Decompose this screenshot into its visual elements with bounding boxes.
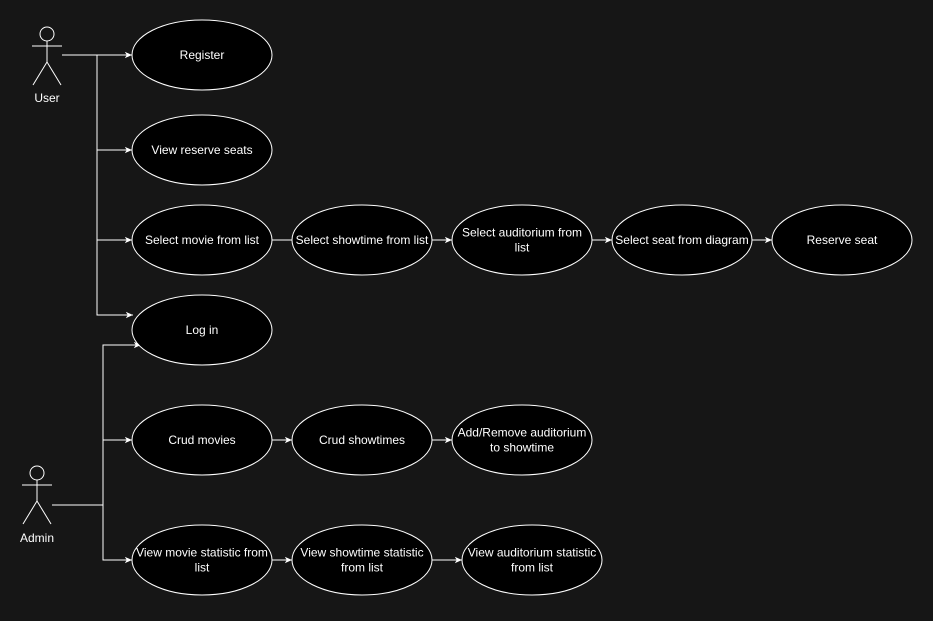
edges-layer [52, 51, 772, 564]
actor-head [39, 26, 55, 42]
use-case-ellipse [131, 294, 273, 366]
use-case-label: from list [511, 561, 554, 575]
use-case-label: from list [341, 561, 384, 575]
actor-right-leg [46, 61, 62, 86]
use-case-ellipse [131, 404, 273, 476]
use-case-label: Select auditorium from [462, 226, 582, 240]
use-case-ellipse [611, 204, 753, 276]
use-case-label: list [515, 241, 530, 255]
use-case-log-in[interactable]: Log in [131, 294, 273, 366]
use-case-label: Log in [186, 323, 219, 337]
use-case-label: Select seat from diagram [615, 233, 748, 247]
use-case-crud-showtimes[interactable]: Crud showtimes [291, 404, 433, 476]
edge-user-to-log-in [62, 54, 133, 319]
use-case-ellipse [131, 524, 273, 596]
use-case-label: to showtime [490, 441, 554, 455]
use-case-select-movie[interactable]: Select movie from list [131, 204, 273, 276]
use-case-label: list [195, 561, 210, 575]
use-case-label: View reserve seats [151, 143, 252, 157]
actor-right-leg [36, 500, 52, 525]
use-case-label: Select movie from list [145, 233, 260, 247]
use-case-reserve-seat[interactable]: Reserve seat [771, 204, 913, 276]
use-case-select-seat[interactable]: Select seat from diagram [611, 204, 753, 276]
use-case-ellipse [451, 204, 593, 276]
use-case-label: Select showtime from list [296, 233, 429, 247]
use-case-crud-movies[interactable]: Crud movies [131, 404, 273, 476]
edge-admin-to-log-in [52, 341, 141, 506]
use-case-label: View movie statistic from [136, 546, 268, 560]
actor-label: User [34, 91, 59, 105]
actor-label: Admin [20, 531, 54, 545]
use-case-view-reserve-seats[interactable]: View reserve seats [131, 114, 273, 186]
use-case-ellipse [131, 204, 273, 276]
actor-user[interactable]: User [32, 26, 62, 105]
use-case-ellipse [291, 524, 433, 596]
use-case-label: View auditorium statistic [468, 546, 597, 560]
use-case-label: Add/Remove auditorium [458, 426, 587, 440]
use-case-ellipse [291, 204, 433, 276]
use-case-ellipse [131, 114, 273, 186]
use-case-label: View showtime statistic [300, 546, 423, 560]
use-case-ellipse [131, 19, 273, 91]
edge-admin-to-view-movie-statistic [52, 504, 132, 564]
use-case-register[interactable]: Register [131, 19, 273, 91]
actor-admin[interactable]: Admin [20, 465, 54, 545]
use-case-select-showtime[interactable]: Select showtime from list [291, 204, 433, 276]
use-case-label: Crud movies [168, 433, 235, 447]
edge-admin-to-crud-movies [52, 436, 132, 506]
actor-left-leg [22, 500, 38, 525]
use-case-label: Crud showtimes [319, 433, 405, 447]
actor-left-leg [32, 61, 48, 86]
use-case-ellipse [291, 404, 433, 476]
use-case-label: Register [180, 48, 225, 62]
use-case-ellipse [771, 204, 913, 276]
actor-head [29, 465, 45, 481]
use-case-ellipse [461, 524, 603, 596]
use-case-label: Reserve seat [807, 233, 878, 247]
use-case-ellipse [451, 404, 593, 476]
